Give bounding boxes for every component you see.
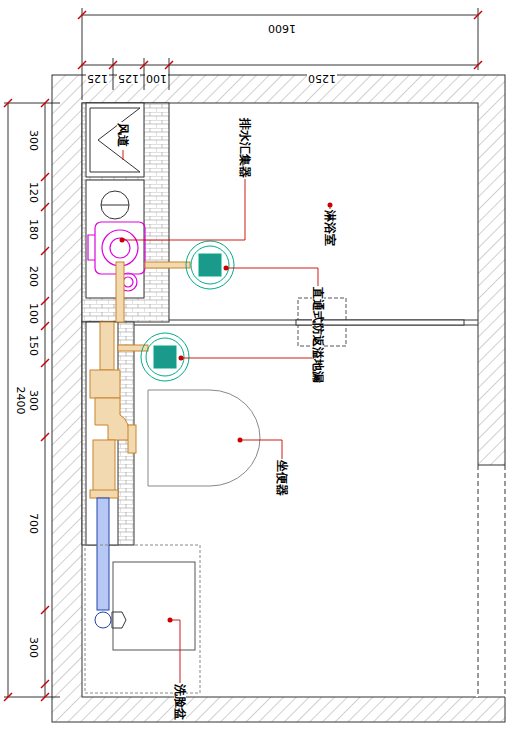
dimension-tick xyxy=(41,203,49,211)
dimension-tick xyxy=(41,606,49,614)
dimension-text: 700 xyxy=(28,512,39,535)
callout-label: 直通式防返溢地漏 xyxy=(312,286,324,384)
dimension-text: 1250 xyxy=(307,73,337,84)
dimension-tick xyxy=(41,680,49,688)
dimension-tick xyxy=(41,173,49,181)
dimension-text: 125 xyxy=(86,73,109,84)
dimension-text: 120 xyxy=(28,181,39,204)
dimension-tick xyxy=(78,61,86,69)
dimension-text: 1600 xyxy=(267,23,297,34)
dimension-text: 100 xyxy=(28,302,39,325)
dimension-text: 200 xyxy=(28,265,39,288)
dimension-tick xyxy=(474,11,482,19)
dimension-text: 100 xyxy=(145,73,168,84)
dimension-tick xyxy=(41,247,49,255)
callout-label: 坐便器 xyxy=(276,459,288,497)
callout-label: 排水汇集器 xyxy=(239,117,251,179)
dimension-tick xyxy=(41,433,49,441)
dimension-text: 300 xyxy=(28,129,39,152)
callout-label: 风道 xyxy=(117,122,129,148)
dimension-tick xyxy=(41,322,49,330)
dimension-tick xyxy=(78,11,86,19)
dimension-tick xyxy=(140,61,148,69)
dimension-text: 300 xyxy=(28,636,39,659)
dimension-text: 300 xyxy=(28,389,39,412)
dimension-tick xyxy=(41,693,49,701)
dimension-tick xyxy=(41,359,49,367)
dimension-tick xyxy=(474,61,482,69)
dimension-tick xyxy=(4,99,12,107)
callout-label: 淋浴室 xyxy=(324,209,336,247)
dimension-text: 180 xyxy=(28,218,39,241)
dimension-tick xyxy=(41,297,49,305)
dimension-tick xyxy=(41,99,49,107)
dimension-text: 150 xyxy=(28,334,39,357)
dimension-tick xyxy=(4,693,12,701)
dimension-tick xyxy=(165,61,173,69)
dimension-text: 125 xyxy=(117,73,140,84)
callout-label: 洗脸盆 xyxy=(174,683,186,721)
dimension-tick xyxy=(109,61,117,69)
dimension-text: 2400 xyxy=(15,385,26,415)
